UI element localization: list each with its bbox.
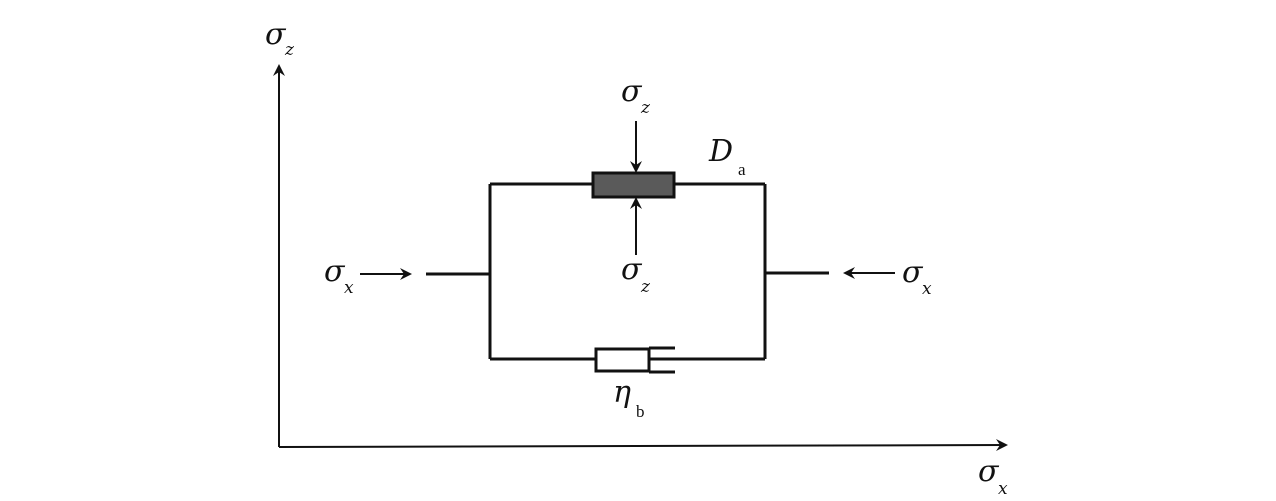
sigma-x-axis-label: σx — [978, 454, 1008, 499]
dashpot-piston — [594, 347, 651, 373]
spring-label: Da — [708, 134, 746, 179]
left-stress-label: σx — [324, 254, 354, 298]
inner-stress-label: σz — [621, 252, 651, 297]
sigma-z-axis-label: σz — [265, 17, 295, 60]
sigma-x-axis — [278, 439, 1008, 452]
right-stress-label: σx — [902, 255, 932, 299]
dashpot-label: ηb — [613, 375, 645, 421]
top-stress-label: σz — [621, 74, 651, 118]
spring-element — [591, 171, 676, 199]
